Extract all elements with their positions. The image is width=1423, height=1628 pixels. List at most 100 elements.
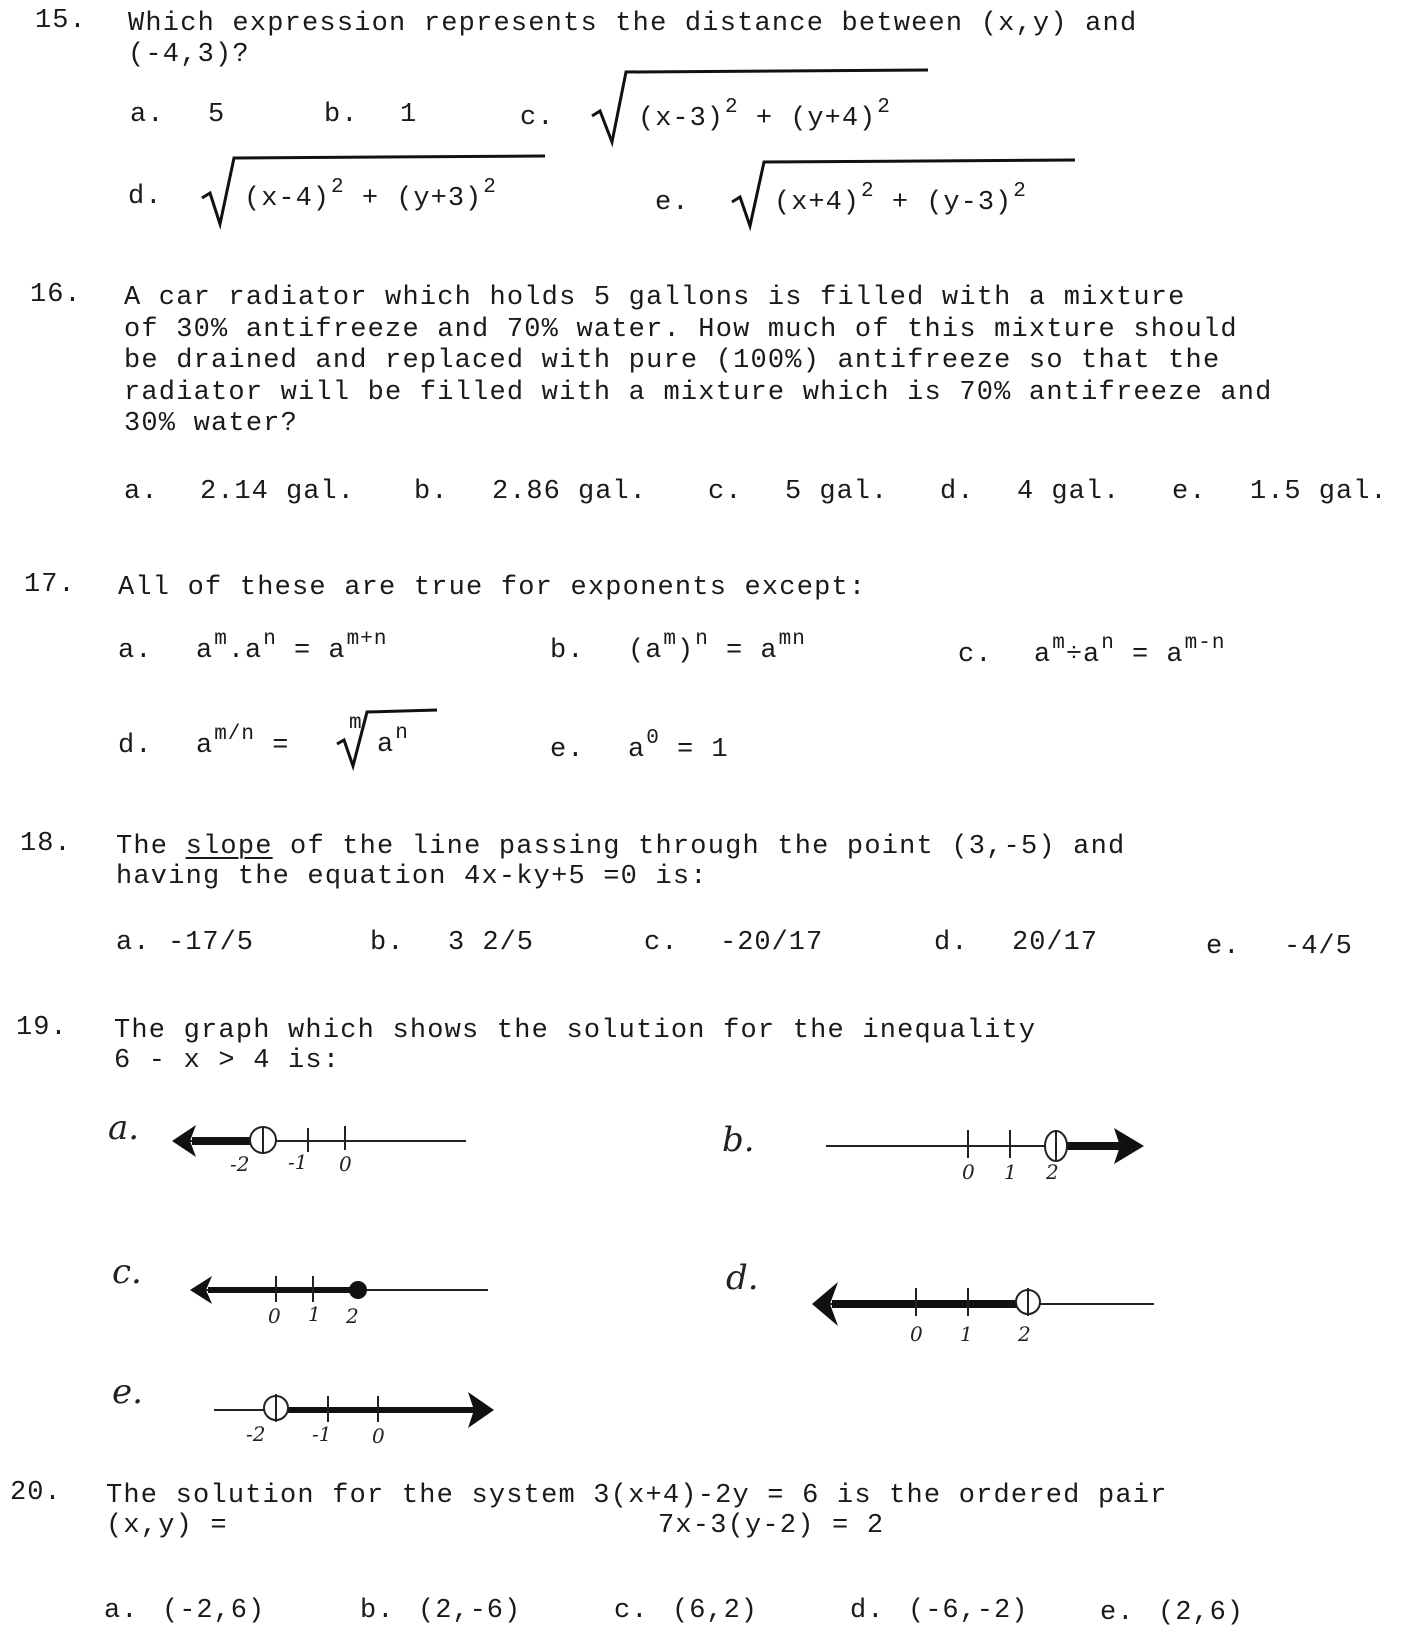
radical-expression: (x+4)2 + (y-3)2 (730, 152, 1080, 232)
option-label: c. (520, 103, 555, 133)
option-text: -17/5 (168, 928, 255, 958)
option-text: (2,6) (1158, 1598, 1245, 1628)
option-label: c. (644, 928, 679, 958)
tick-label: 0 (268, 1304, 281, 1328)
question-text: All of these are true for exponents exce… (118, 573, 867, 603)
tick-label: 0 (910, 1322, 923, 1346)
option-text: (6,2) (672, 1596, 759, 1626)
question-text: of 30% antifreeze and 70% water. How muc… (124, 315, 1238, 345)
option-label: b. (324, 100, 359, 130)
exponent-rule: am.an = am+n (196, 628, 388, 666)
exponent-rule: am/n = (196, 723, 290, 761)
option-label: c. (708, 477, 743, 507)
number-line-icon (812, 1282, 1154, 1326)
number-line-icon (826, 1128, 1144, 1164)
option-text: 5 gal. (785, 477, 889, 507)
radical-sign-icon (731, 158, 1076, 232)
option-label: b. (360, 1596, 395, 1626)
option-label: a. (130, 100, 165, 130)
option-label: b. (414, 477, 449, 507)
graph-label: a. (108, 1108, 140, 1148)
equation-text: 7x-3(y-2) = 2 (658, 1511, 885, 1541)
radical-sign-icon (201, 154, 546, 230)
exponent-rule: (am)n = amn (628, 628, 806, 666)
option-label: d. (934, 928, 969, 958)
tick-label: -2 (230, 1152, 250, 1176)
option-label: e. (1206, 932, 1241, 962)
number-line-graph-e: -2 -1 0 (210, 1380, 510, 1450)
option-label: c. (614, 1596, 649, 1626)
question-number: 20. (10, 1478, 62, 1508)
option-label: a. (116, 928, 151, 958)
question-text: 6 - x > 4 is: (114, 1046, 341, 1076)
question-number: 16. (30, 280, 82, 310)
option-label: e. (550, 735, 585, 765)
option-text: (-6,-2) (908, 1596, 1029, 1626)
option-label: a. (118, 636, 153, 666)
tick-label: 1 (960, 1322, 973, 1346)
option-label: d. (940, 477, 975, 507)
option-text: 1.5 gal. (1250, 477, 1388, 507)
option-text: 5 (208, 100, 226, 130)
option-text: 2.14 gal. (200, 477, 355, 507)
question-text: 30% water? (124, 409, 299, 439)
graph-label: b. (722, 1120, 755, 1160)
option-text: 4 gal. (1017, 477, 1121, 507)
number-line-icon (190, 1276, 488, 1304)
question-text: The graph which shows the solution for t… (114, 1016, 1037, 1046)
tick-label: 2 (346, 1304, 359, 1328)
question-text: The solution for the system 3(x+4)-2y = … (106, 1481, 1168, 1511)
tick-label: 0 (339, 1152, 352, 1176)
number-line-icon (172, 1125, 466, 1157)
question-text: having the equation 4x-ky+5 =0 is: (116, 862, 708, 892)
tick-label: 0 (372, 1424, 385, 1448)
tick-label: 1 (1004, 1160, 1017, 1184)
question-text: A car radiator which holds 5 gallons is … (124, 283, 1186, 313)
exponent-rule: am÷an = am-n (1034, 632, 1226, 670)
question-text: (-4,3)? (128, 40, 250, 70)
question-text: be drained and replaced with pure (100%)… (124, 346, 1221, 376)
option-label: d. (850, 1596, 885, 1626)
option-label: c. (958, 640, 993, 670)
tick-label: -1 (312, 1422, 332, 1446)
option-text: -20/17 (720, 928, 824, 958)
question-text: Which expression represents the distance… (128, 9, 1138, 39)
number-line-graph-a: -2 -1 0 (170, 1110, 470, 1180)
question-text: The slope of the line passing through th… (116, 832, 1126, 862)
radical-sign-icon (336, 708, 438, 772)
option-text: -4/5 (1284, 932, 1353, 962)
graph-label: d. (726, 1258, 759, 1298)
question-number: 15. (35, 6, 87, 36)
exponent-rule: a0 = 1 (628, 727, 729, 765)
radical-sign-icon (591, 68, 929, 148)
option-label: a. (104, 1596, 139, 1626)
tick-label: -1 (288, 1150, 308, 1174)
tick-label: 0 (962, 1160, 975, 1184)
option-label: e. (655, 188, 690, 218)
question-number: 17. (24, 570, 76, 600)
option-text: (-2,6) (162, 1596, 266, 1626)
question-text: (x,y) = (106, 1511, 228, 1541)
option-text: 1 (400, 100, 418, 130)
option-text: 3 2/5 (448, 928, 535, 958)
radical-expression: (x-3)2 + (y+4)2 (590, 64, 930, 148)
radical-expression: m an (335, 706, 445, 772)
number-line-icon (214, 1392, 494, 1428)
radical-expression: (x-4)2 + (y+3)2 (200, 148, 550, 230)
graph-label: c. (112, 1252, 142, 1292)
number-line-graph-d: 0 1 2 (810, 1268, 1160, 1348)
tick-label: 2 (1046, 1160, 1059, 1184)
underlined-word: slope (185, 832, 273, 862)
question-text: radiator will be filled with a mixture w… (124, 378, 1273, 408)
option-label: b. (370, 928, 405, 958)
graph-label: e. (112, 1372, 143, 1412)
option-text: (2,-6) (418, 1596, 522, 1626)
option-text: 2.86 gal. (492, 477, 647, 507)
tick-label: -2 (246, 1422, 266, 1446)
tick-label: 2 (1018, 1322, 1031, 1346)
number-line-graph-c: 0 1 2 (188, 1264, 498, 1334)
tick-label: 1 (308, 1302, 321, 1326)
option-text: 20/17 (1012, 928, 1099, 958)
option-label: a. (124, 477, 159, 507)
option-label: e. (1172, 477, 1207, 507)
